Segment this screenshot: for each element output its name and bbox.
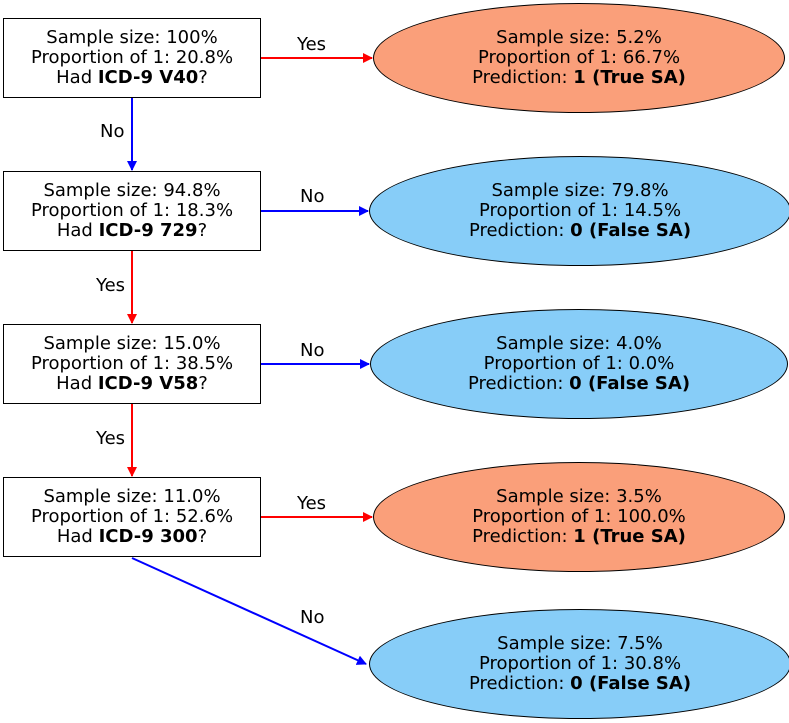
leaf-prediction: 0 (False SA) <box>570 220 692 241</box>
decision-node-2: Sample size: 94.8% Proportion of 1: 18.3… <box>3 171 261 251</box>
leaf-sample: 4.0% <box>616 333 662 354</box>
decision-node-3: Sample size: 15.0% Proportion of 1: 38.5… <box>3 324 261 404</box>
decision-code: ICD-9 V58 <box>97 373 199 394</box>
leaf-sample: 5.2% <box>616 27 662 48</box>
leaf-node-3: Sample size: 4.0% Proportion of 1: 0.0% … <box>370 309 788 419</box>
leaf-sample: 3.5% <box>616 486 662 507</box>
edge-label-d3-leaf: Yes <box>297 493 327 514</box>
leaf-node-4: Sample size: 3.5% Proportion of 1: 100.0… <box>373 462 785 572</box>
decision-sample: 15.0% <box>163 333 221 354</box>
decision-code: ICD-9 300 <box>98 526 198 547</box>
decision-proportion: 20.8% <box>175 47 234 68</box>
leaf-proportion: 30.8% <box>623 653 682 674</box>
edge-label-d0-down: No <box>100 121 125 142</box>
leaf-sample: 79.8% <box>611 180 669 201</box>
decision-sample: 94.8% <box>163 180 221 201</box>
leaf-proportion: 66.7% <box>622 47 681 68</box>
leaf-node-1: Sample size: 5.2% Proportion of 1: 66.7%… <box>373 3 785 113</box>
edge-label-d0-leaf: Yes <box>297 34 327 55</box>
edge-label-d3-leaf2: No <box>300 607 325 628</box>
leaf-prediction: 0 (False SA) <box>570 673 692 694</box>
leaf-prediction: 1 (True SA) <box>573 526 686 547</box>
leaf-proportion: 0.0% <box>628 353 675 374</box>
decision-sample: 100% <box>166 27 218 48</box>
leaf-prediction: 0 (False SA) <box>569 373 691 394</box>
edge-label-d1-leaf: No <box>300 186 325 207</box>
decision-proportion: 52.6% <box>175 506 234 527</box>
leaf-sample: 7.5% <box>617 633 663 654</box>
leaf-proportion: 14.5% <box>623 200 682 221</box>
edge-label-d2-down: Yes <box>96 428 126 449</box>
edge-d3-leaf4 <box>131 557 367 665</box>
leaf-prediction: 1 (True SA) <box>573 67 686 88</box>
leaf-node-2: Sample size: 79.8% Proportion of 1: 14.5… <box>369 156 789 266</box>
decision-sample: 11.0% <box>163 486 221 507</box>
decision-code: ICD-9 729 <box>98 220 198 241</box>
edge-label-d1-down: Yes <box>96 275 126 296</box>
decision-proportion: 18.3% <box>175 200 234 221</box>
leaf-proportion: 100.0% <box>617 506 686 527</box>
decision-node-4: Sample size: 11.0% Proportion of 1: 52.6… <box>3 477 261 557</box>
decision-code: ICD-9 V40 <box>97 67 199 88</box>
edge-label-d2-leaf: No <box>300 340 325 361</box>
decision-proportion: 38.5% <box>175 353 234 374</box>
decision-node-1: Sample size: 100% Proportion of 1: 20.8%… <box>3 18 261 98</box>
leaf-node-5: Sample size: 7.5% Proportion of 1: 30.8%… <box>369 609 789 719</box>
